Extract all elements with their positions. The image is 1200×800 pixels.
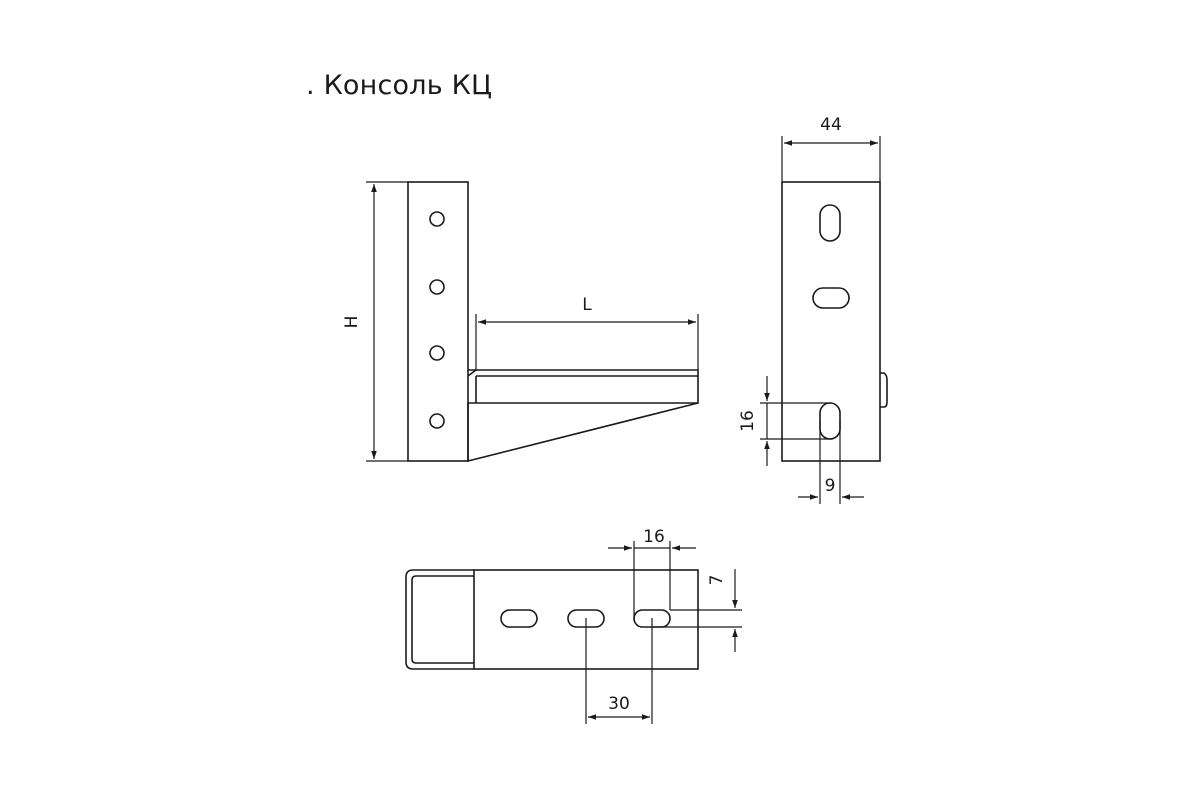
top-view: [405, 569, 699, 670]
vertical-slot: [819, 204, 841, 242]
dimension-44: [781, 136, 881, 182]
top-mounting-plate: [405, 569, 474, 670]
dimension-l-label: L: [582, 295, 592, 315]
console-arm: [468, 369, 699, 404]
dimension-9: [798, 421, 864, 504]
dimension-l: [475, 314, 699, 370]
mount-hole: [429, 211, 445, 227]
horizontal-slot: [812, 287, 850, 309]
dimension-7: [652, 569, 742, 652]
dimension-30-label: 30: [608, 694, 630, 714]
dimension-30: [585, 618, 653, 724]
console-gusset: [467, 402, 699, 463]
mount-hole: [429, 345, 445, 361]
dimension-44-label: 44: [820, 115, 842, 135]
dimension-16-vertical: [760, 376, 832, 466]
dimension-16-vertical-label: 16: [738, 410, 758, 432]
side-view: [407, 181, 699, 463]
dimension-9-label: 9: [825, 476, 836, 496]
front-arm-stub: [880, 372, 888, 408]
dimension-h-label: H: [342, 316, 362, 329]
dimension-h: [366, 181, 408, 462]
mounting-plate: [407, 181, 469, 462]
front-view: [781, 181, 888, 462]
mount-hole: [429, 413, 445, 429]
console-arm-top-edge: [467, 369, 477, 377]
dimension-7-label: 7: [707, 575, 727, 586]
front-plate: [781, 181, 881, 462]
mount-hole: [429, 279, 445, 295]
dimension-16-horizontal: [608, 541, 696, 618]
drawing-title: . Консоль КЦ: [306, 70, 493, 101]
vertical-slot: [819, 402, 841, 440]
dimension-16-horizontal-label: 16: [643, 527, 665, 547]
horizontal-slot: [500, 609, 538, 628]
